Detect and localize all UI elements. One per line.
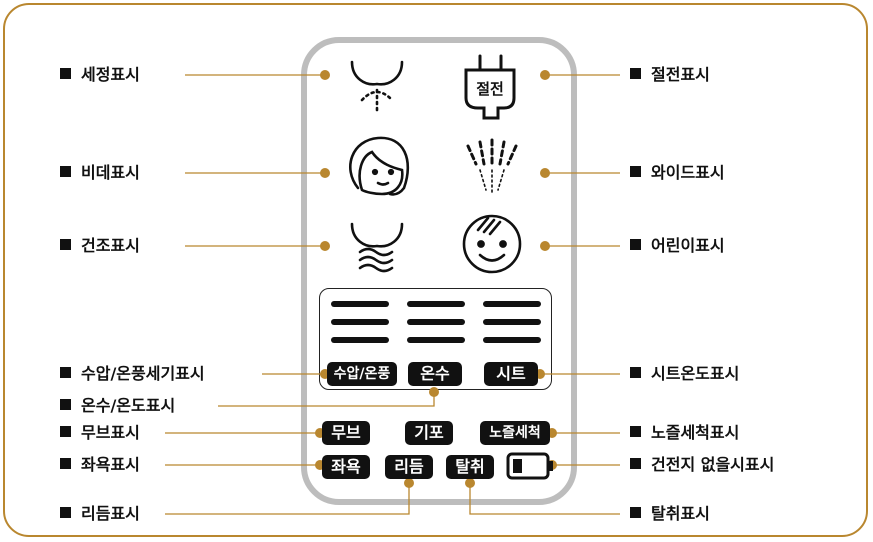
label-bidet: 비데표시	[60, 163, 140, 183]
label-pressure: 수압/온풍세기표시	[60, 364, 205, 384]
label-seat-bath: 좌욕표시	[60, 455, 140, 475]
bullet-icon	[60, 367, 71, 378]
label-deodorize: 탈취표시	[630, 504, 710, 524]
move-button[interactable]: 무브	[322, 421, 370, 445]
bullet-icon	[630, 367, 641, 378]
diagram-frame	[3, 3, 868, 537]
bullet-icon	[60, 239, 71, 250]
seat-temp-button[interactable]: 시트	[484, 362, 538, 386]
remote-panel	[301, 37, 577, 505]
label-rhythm: 리듬표시	[60, 504, 140, 524]
bullet-icon	[630, 166, 641, 177]
bullet-icon	[60, 166, 71, 177]
plug-label: 절전	[476, 80, 504, 98]
bullet-icon	[630, 426, 641, 437]
label-power-save: 절전표시	[630, 65, 710, 85]
plug-icon	[464, 54, 516, 120]
rhythm-button[interactable]: 리듬	[385, 455, 433, 479]
pressure-button[interactable]: 수압/온풍	[327, 362, 397, 386]
dry-icon	[350, 222, 404, 273]
wide-spray-icon	[466, 138, 518, 193]
label-dry: 건조표시	[60, 236, 140, 256]
label-wide: 와이드표시	[630, 163, 725, 183]
bullet-icon	[60, 458, 71, 469]
bullet-icon	[60, 399, 71, 410]
gipo-button[interactable]: 기포	[405, 421, 453, 445]
water-temp-button[interactable]: 온수	[408, 362, 462, 386]
bullet-icon	[60, 507, 71, 518]
label-nozzle-clean: 노즐세척표시	[630, 423, 739, 443]
bullet-icon	[630, 458, 641, 469]
label-temp: 온수/온도표시	[60, 396, 175, 416]
bullet-icon	[60, 68, 71, 79]
bullet-icon	[630, 239, 641, 250]
seat-bath-button[interactable]: 좌욕	[322, 455, 370, 479]
battery-icon	[506, 452, 553, 480]
bullet-icon	[630, 507, 641, 518]
label-child: 어린이표시	[630, 236, 725, 256]
nozzle-clean-button[interactable]: 노즐세척	[480, 421, 550, 445]
label-move: 무브표시	[60, 423, 140, 443]
level-bars	[331, 301, 541, 343]
wash-icon	[350, 60, 404, 116]
label-wash: 세정표시	[60, 65, 140, 85]
bidet-woman-icon	[349, 136, 410, 196]
bullet-icon	[60, 426, 71, 437]
label-seat-temp: 시트온도표시	[630, 364, 739, 384]
label-battery: 건전지 없을시표시	[630, 455, 774, 475]
leader-lines	[165, 74, 620, 515]
deodorize-button[interactable]: 탈취	[446, 455, 494, 479]
child-face-icon	[462, 214, 522, 274]
bullet-icon	[630, 68, 641, 79]
